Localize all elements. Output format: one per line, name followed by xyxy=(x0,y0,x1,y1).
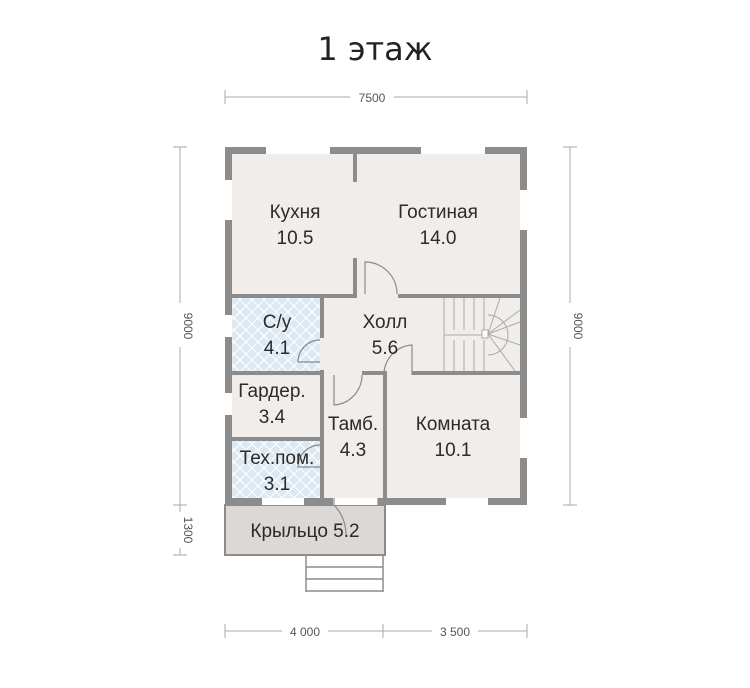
dim-bottom-left: 4 000 xyxy=(290,625,320,639)
porch-label: Крыльцо 5.2 xyxy=(250,521,359,542)
dim-left: 9000 xyxy=(181,313,195,340)
porch-steps xyxy=(305,555,384,592)
room-area-vestibule: 4.3 xyxy=(340,440,366,461)
room-name-vestibule: Тамб. xyxy=(328,414,378,435)
porch xyxy=(224,504,386,556)
room-area-bathroom: 4.1 xyxy=(264,338,290,359)
room-name-hall: Холл xyxy=(363,312,408,333)
dim-porch: 1300 xyxy=(181,517,195,544)
room-area-room: 10.1 xyxy=(435,440,472,461)
windows xyxy=(225,147,527,505)
dim-bottom-right: 3 500 xyxy=(440,625,470,639)
dim-right: 9000 xyxy=(571,313,585,340)
room-name-room: Комната xyxy=(416,414,491,435)
room-name-bathroom: С/у xyxy=(263,312,292,333)
room-name-tech-room: Тех.пом. xyxy=(240,448,315,469)
room-name-wardrobe: Гардер. xyxy=(238,381,305,402)
room-area-hall: 5.6 xyxy=(372,338,398,359)
room-area-wardrobe: 3.4 xyxy=(259,407,286,428)
staircase-icon xyxy=(443,297,521,372)
bathroom-floor xyxy=(232,298,320,371)
dim-top: 7500 xyxy=(359,91,386,105)
dimension-lines xyxy=(173,90,577,638)
room-area-kitchen: 10.5 xyxy=(277,228,314,249)
doors xyxy=(297,261,413,536)
room-area-tech-room: 3.1 xyxy=(264,474,290,495)
room-name-kitchen: Кухня xyxy=(270,202,321,223)
room-area-living: 14.0 xyxy=(420,228,457,249)
room-name-living: Гостиная xyxy=(398,202,478,223)
interior-walls xyxy=(232,154,520,505)
floor-title: 1 этаж xyxy=(317,30,432,68)
